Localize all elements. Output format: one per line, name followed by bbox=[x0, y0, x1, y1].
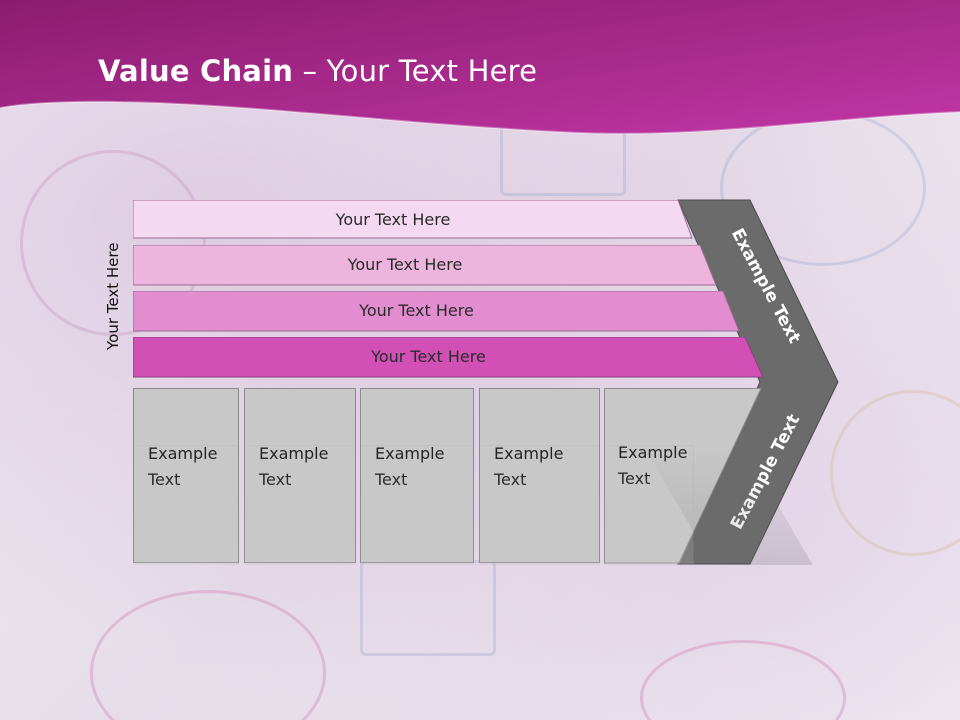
activity-column-5-shape bbox=[604, 388, 762, 564]
row-label: Your Text Here bbox=[371, 347, 486, 366]
column-line1: Example bbox=[148, 441, 238, 467]
activity-column-5: Example Text bbox=[618, 440, 687, 492]
header-banner bbox=[0, 0, 960, 135]
value-row-1: Your Text Here bbox=[133, 200, 693, 239]
reflection bbox=[133, 440, 833, 565]
column-line1: Example bbox=[259, 441, 355, 467]
column-line2: Text bbox=[375, 467, 473, 493]
activity-column-4: Example Text bbox=[479, 388, 600, 563]
column-line2: Text bbox=[494, 467, 599, 493]
row-label: Your Text Here bbox=[359, 301, 474, 320]
column-line1: Example bbox=[494, 441, 599, 467]
row-label: Your Text Here bbox=[347, 255, 463, 274]
value-row-2: Your Text Here bbox=[133, 245, 717, 286]
side-label: Your Text Here bbox=[104, 242, 122, 350]
column-line1: Example bbox=[375, 441, 473, 467]
activity-column-3: Example Text bbox=[360, 388, 474, 563]
column-line2: Text bbox=[148, 467, 238, 493]
column-line2: Text bbox=[618, 466, 687, 492]
column-line2: Text bbox=[259, 467, 355, 493]
activity-column-1: Example Text bbox=[133, 388, 239, 563]
row-label: Your Text Here bbox=[335, 210, 451, 229]
value-chevron bbox=[677, 199, 839, 565]
value-row-4: Your Text Here bbox=[133, 337, 764, 378]
slide-title: Value Chain – Your Text Here bbox=[98, 54, 538, 88]
column-line1: Example bbox=[618, 440, 687, 466]
value-row-3: Your Text Here bbox=[133, 291, 740, 332]
activity-column-2: Example Text bbox=[244, 388, 356, 563]
